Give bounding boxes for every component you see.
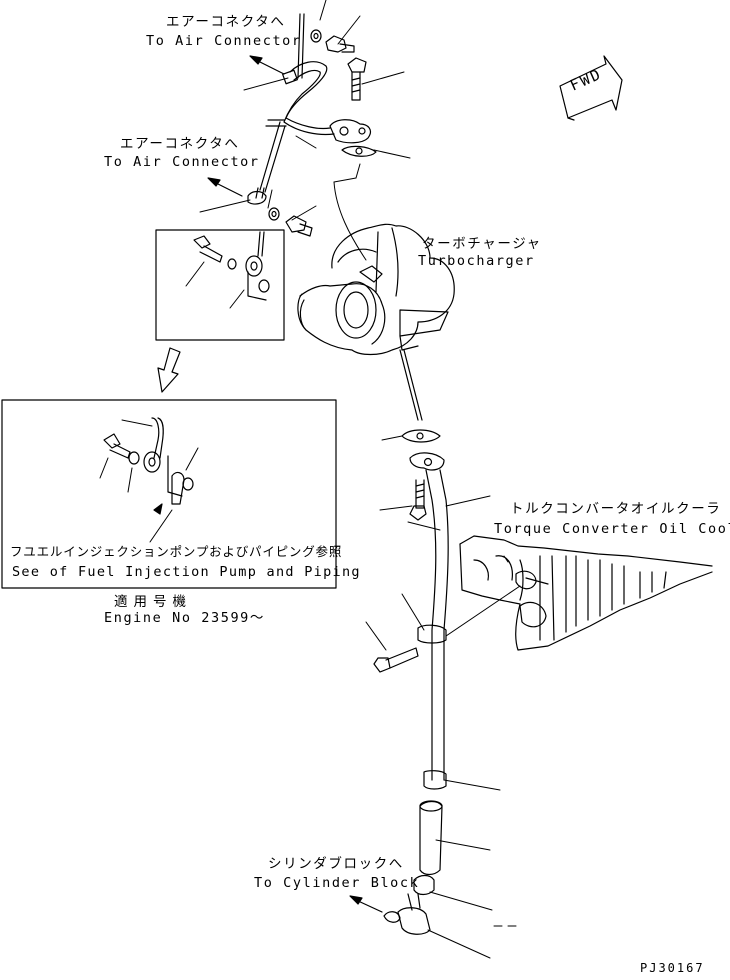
air-connector-2-en: To Air Connector (104, 154, 260, 170)
air-connector-1-jp: エアーコネクタへ (166, 14, 286, 30)
hose (384, 801, 442, 934)
bolt-vertical (348, 58, 366, 100)
fwd-arrow (560, 56, 622, 120)
drain-pipe (400, 350, 448, 789)
applicable-jp: 適用号機 (114, 594, 192, 610)
fuel-injection-note-jp: フユエルインジェクションポンプおよびパイピング参照 (10, 544, 343, 559)
oil-cooler-en: Torque Converter Oil Cooler (494, 521, 730, 537)
oil-cooler-jp: トルクコンバータオイルクーラ (510, 501, 722, 517)
long-bolt (374, 648, 418, 672)
applicable-en: Engine No 23599～ (104, 610, 266, 626)
detail-parts (104, 418, 193, 504)
detail-inset (156, 230, 284, 340)
detail-box (2, 400, 336, 588)
washer-top (311, 30, 321, 42)
leader-lines (100, 0, 520, 958)
air-connector-2-jp: エアーコネクタへ (120, 136, 240, 152)
air-pipe-upper (260, 14, 376, 192)
turbocharger-en: Turbocharger (418, 253, 535, 269)
air-pipe-lower (248, 188, 312, 236)
drawing-id: PJ30167 (640, 961, 705, 975)
bolt-drain (410, 480, 426, 520)
oil-cooler (460, 536, 712, 650)
turbocharger-jp: ターボチャージャ (422, 236, 542, 252)
cylinder-block-jp: シリンダブロックへ (268, 856, 404, 872)
down-arrow (158, 348, 180, 392)
turbocharger (298, 224, 454, 354)
fuel-injection-note-en: See of Fuel Injection Pump and Piping (12, 564, 361, 580)
cylinder-block-en: To Cylinder Block (254, 875, 420, 891)
direction-arrows (154, 56, 382, 912)
air-connector-1-en: To Air Connector (146, 33, 302, 49)
bolt-top (326, 36, 354, 52)
inset-parts (194, 232, 269, 300)
